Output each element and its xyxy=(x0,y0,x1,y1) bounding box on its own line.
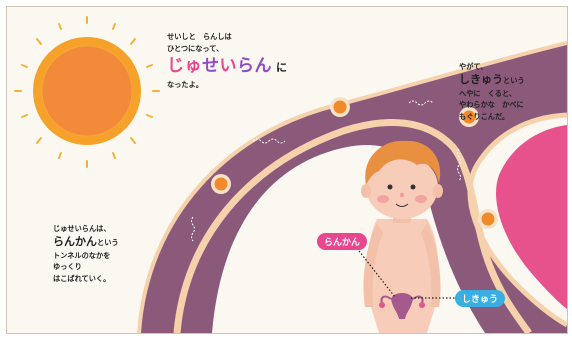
egg-1 xyxy=(211,174,231,194)
keyword-jyuseiran-part: じゅ xyxy=(167,56,202,76)
sun-illustration xyxy=(15,17,159,167)
paragraph-2-keyword-line: らんかんという xyxy=(53,235,119,250)
keyword-jyuseiran-part: せ xyxy=(202,56,220,76)
paragraph-3-line-5: もぐりこんだ。 xyxy=(459,111,525,123)
keyword-shikyu: しきゅう xyxy=(459,73,503,86)
child-illustration xyxy=(361,141,443,333)
keyword-jyuseiran-part: い xyxy=(220,56,238,76)
paragraph-1-line-1: せいしと らんしは xyxy=(167,31,287,43)
paragraph-1-line-2: ひとつになって、 xyxy=(167,43,287,55)
paragraph-3-suffix: という xyxy=(503,76,525,85)
paragraph-3-line-4: やわらかな かべに xyxy=(459,99,525,111)
shikyu-label: しきゅう xyxy=(455,290,505,307)
paragraph-2-line-3: トンネルのなかを xyxy=(53,250,119,262)
paragraph-3-keyword-line: しきゅうという xyxy=(459,73,525,88)
paragraph-3: やがて、 しきゅうという へやに くると、 やわらかな かべに もぐりこんだ。 xyxy=(459,61,525,122)
keyword-jyuseiran-part: らん xyxy=(237,56,272,76)
paragraph-1-line-4: なったよ。 xyxy=(167,79,287,91)
paragraph-1-suffix: に xyxy=(276,61,287,74)
picture-book-page: せいしと らんしは ひとつになって、 じゅせいらんに なったよ。 じゅせいらんは… xyxy=(6,6,568,334)
paragraph-2: じゅせいらんは、 らんかんという トンネルのなかを ゆっくり はこばれていく。 xyxy=(53,223,119,284)
keyword-jyuseiran: じゅせいらん xyxy=(167,56,272,76)
egg-2 xyxy=(330,97,350,117)
paragraph-2-suffix: という xyxy=(97,238,119,247)
paragraph-3-line-3: へやに くると、 xyxy=(459,88,525,100)
paragraph-1-keyword-line: じゅせいらんに xyxy=(167,56,287,79)
keyword-rankan: らんかん xyxy=(53,235,97,248)
paragraph-2-line-4: ゆっくり xyxy=(53,261,119,273)
paragraph-2-line-5: はこばれていく。 xyxy=(53,273,119,285)
paragraph-3-line-1: やがて、 xyxy=(459,61,525,73)
paragraph-1: せいしと らんしは ひとつになって、 じゅせいらんに なったよ。 xyxy=(167,31,287,91)
egg-4 xyxy=(478,209,498,229)
rankan-label: らんかん xyxy=(317,233,367,250)
illustration xyxy=(7,7,567,333)
paragraph-2-line-1: じゅせいらんは、 xyxy=(53,223,119,235)
